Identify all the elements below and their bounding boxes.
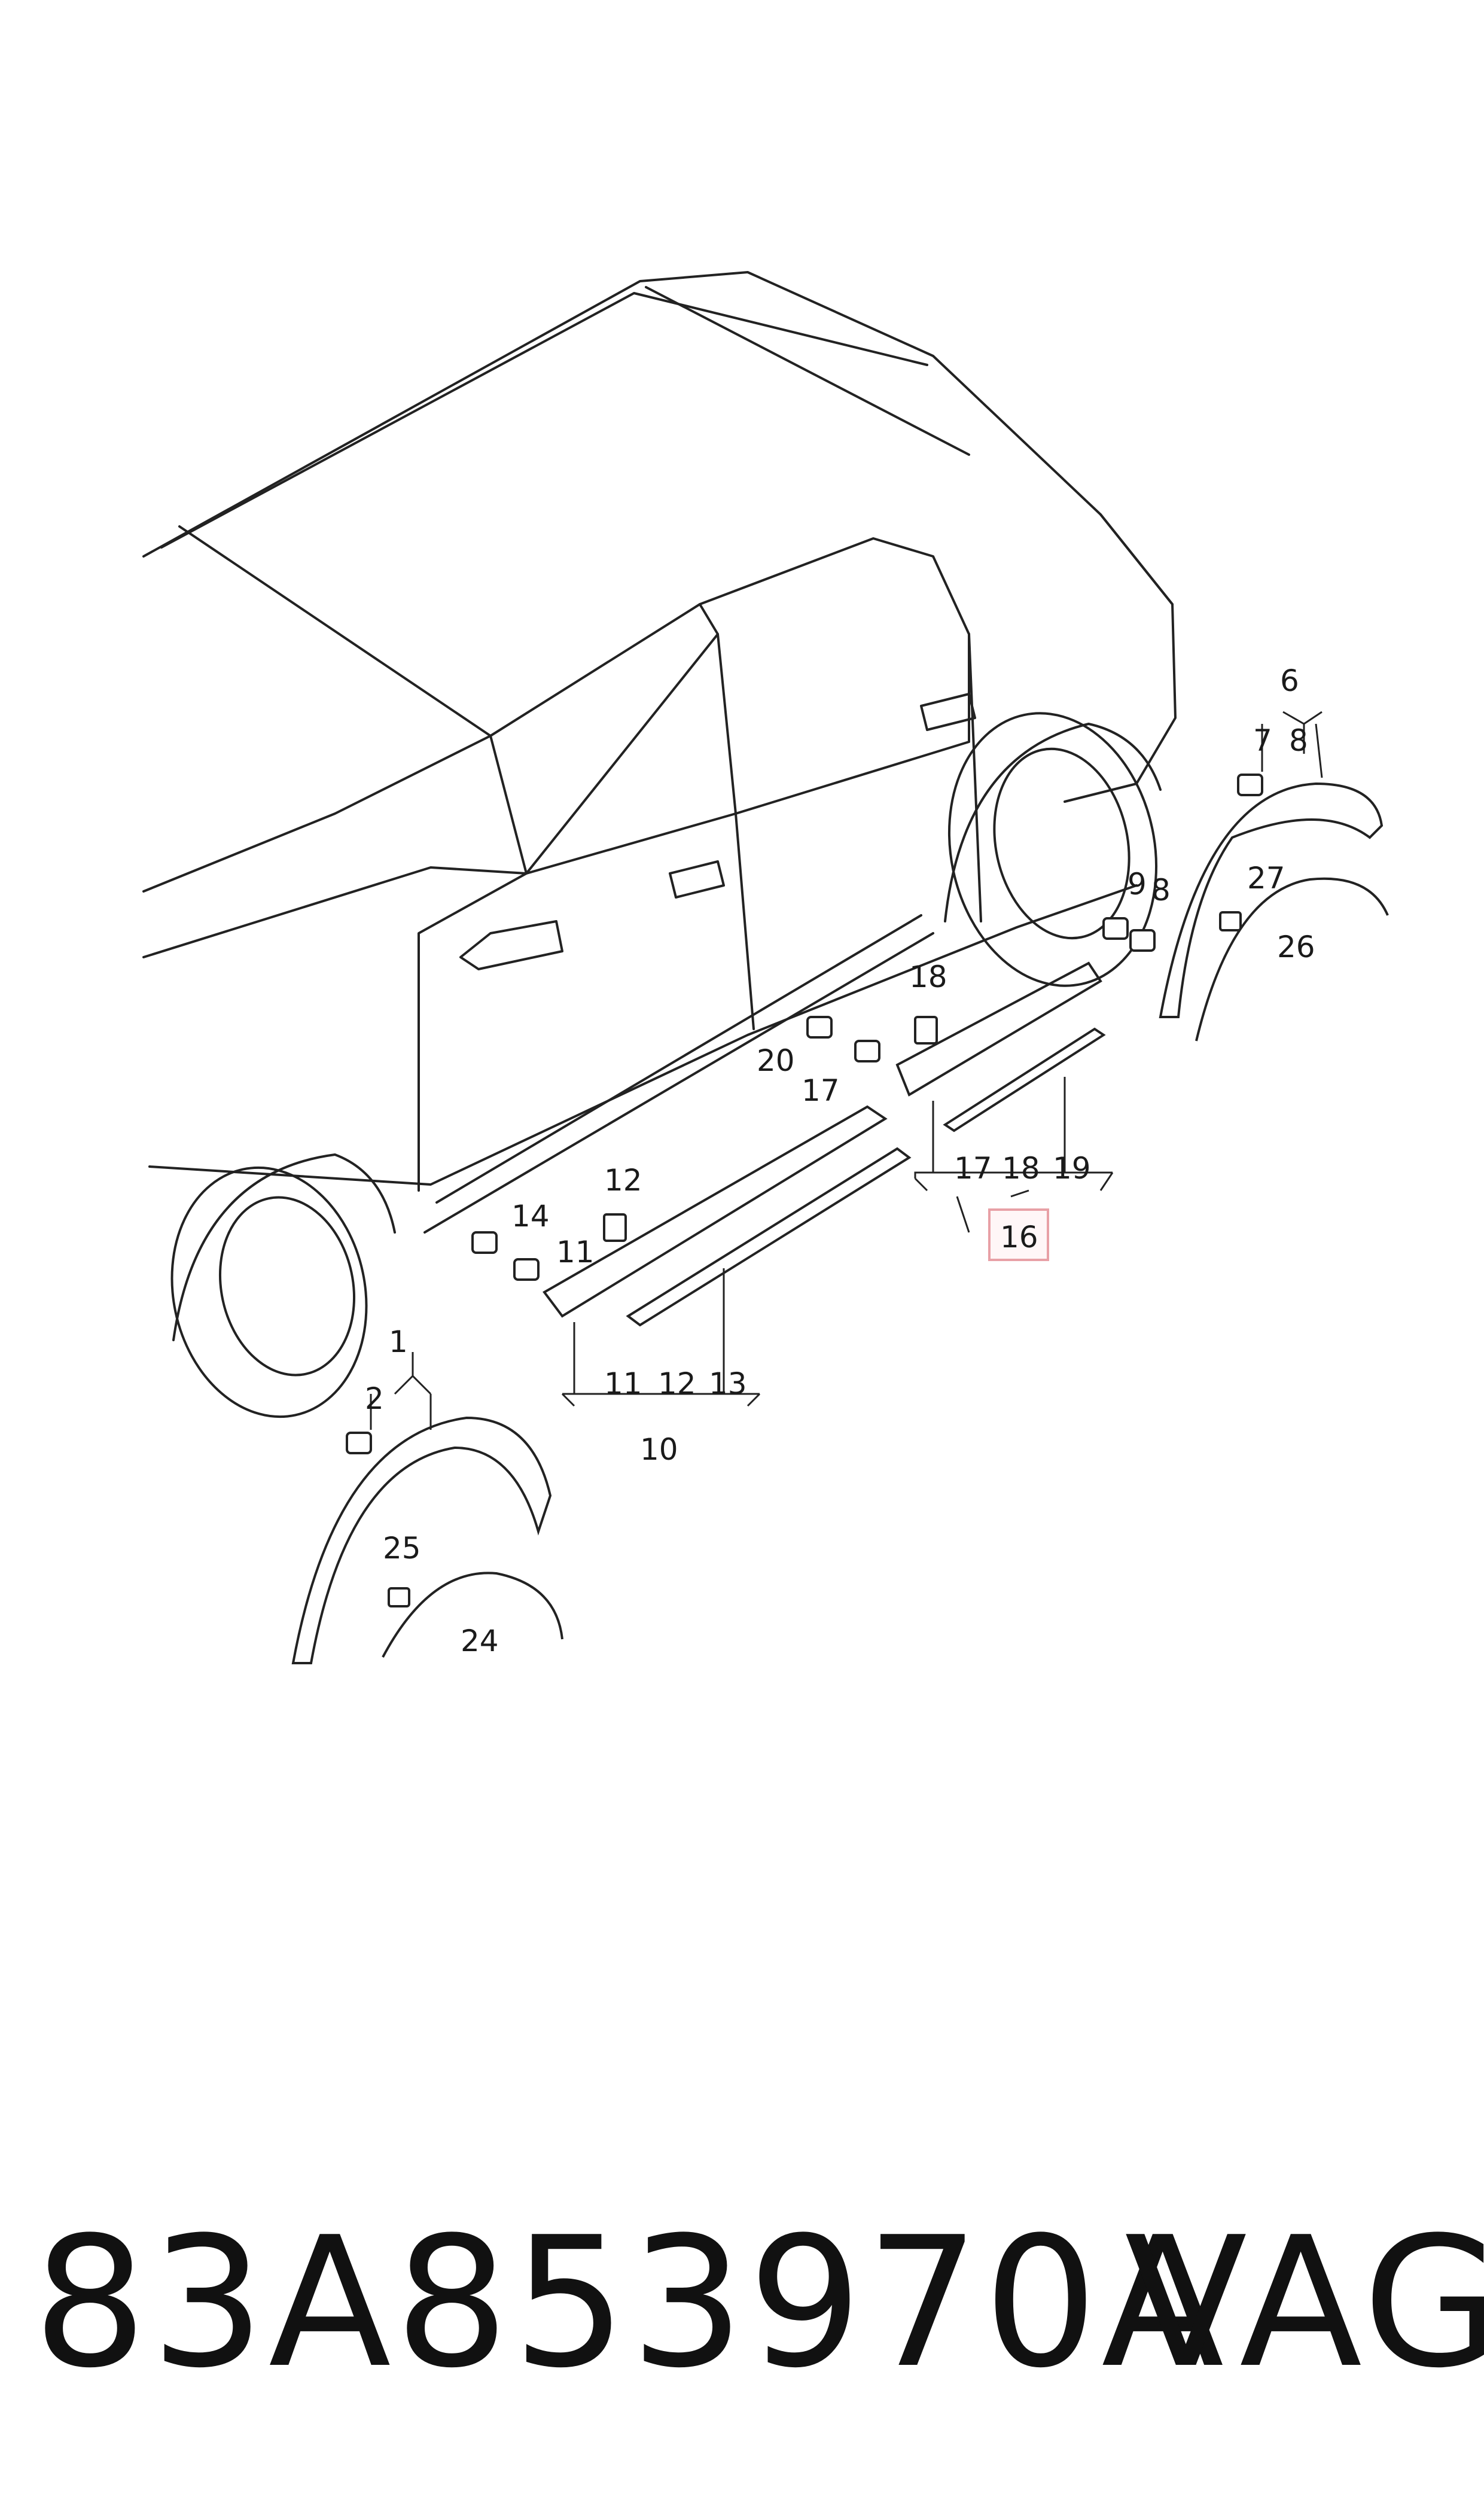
callout-19: 19 [1053,1151,1091,1186]
callout-2: 2 [365,1381,384,1416]
callout-13: 13 [709,1366,747,1401]
callout-7: 7 [1253,723,1272,758]
callout-9: 9 [1128,867,1147,902]
callout-20: 20 [757,1043,795,1078]
brand-name: VAG [1125,2199,1484,2407]
callout-labels: 1 2 6 7 8 9 8 10 11 11 12 12 13 14 16 17… [365,663,1315,1658]
callout-24: 24 [461,1624,499,1658]
callout-25: 25 [383,1531,421,1566]
callout-6: 6 [1280,663,1299,698]
callout-27: 27 [1247,861,1285,896]
callout-18-upper: 18 [909,960,947,994]
callout-8-lower: 8 [1151,873,1171,908]
callout-12-upper: 12 [604,1163,642,1198]
callout-1: 1 [389,1325,408,1359]
sill-trims [543,961,1106,1327]
callout-14: 14 [511,1199,550,1234]
car-outline [142,271,1177,1418]
callout-17-lower: 17 [954,1151,992,1186]
callout-11-upper: 11 [556,1235,595,1269]
leader-lines [370,711,1323,1430]
callout-17-upper: 17 [802,1073,840,1108]
callout-8-rear: 8 [1289,723,1308,758]
fasteners [346,774,1263,1607]
callout-16: 16 [1000,1220,1038,1255]
callout-26: 26 [1277,930,1315,964]
callout-18-lower: 18 [1002,1151,1040,1186]
wheel-arch-trims [291,782,1389,1664]
part-number: 83A853970A [33,2199,1228,2407]
callout-10: 10 [640,1432,678,1467]
highlight-box-16 [988,1208,1049,1261]
callout-11-lower: 11 [604,1366,642,1401]
callout-12-lower: 12 [658,1366,696,1401]
